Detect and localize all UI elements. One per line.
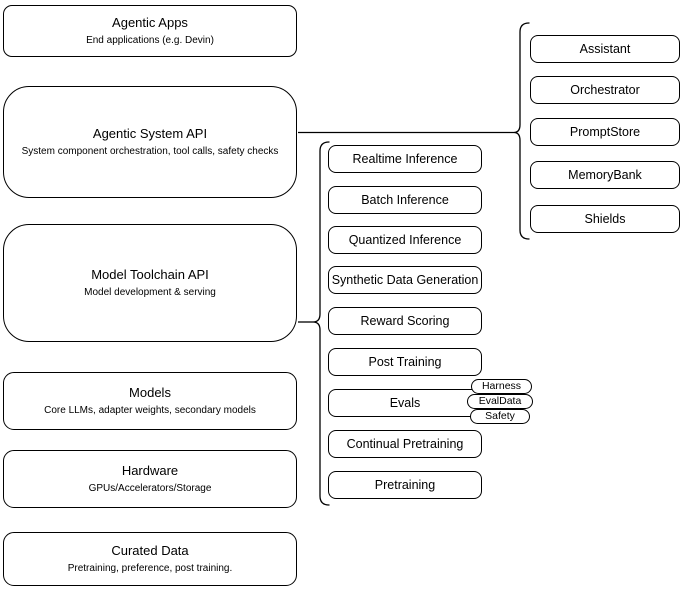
node-promptstore: PromptStore — [530, 118, 680, 146]
node-title: Model Toolchain API — [91, 267, 209, 282]
node-title: Hardware — [121, 463, 179, 478]
node-quantized-inference: Quantized Inference — [328, 226, 482, 254]
node-title: Curated Data — [111, 543, 189, 558]
node-memorybank: MemoryBank — [530, 161, 680, 189]
node-models: Models Core LLMs, adapter weights, secon… — [3, 372, 297, 430]
node-model-toolchain-api: Model Toolchain API Model development & … — [3, 224, 297, 342]
node-realtime-inference: Realtime Inference — [328, 145, 482, 173]
node-subtitle: GPUs/Accelerators/Storage — [88, 483, 212, 494]
node-pretraining: Pretraining — [328, 471, 482, 499]
brace-system-components — [513, 22, 530, 240]
node-orchestrator: Orchestrator — [530, 76, 680, 104]
node-reward-scoring: Reward Scoring — [328, 307, 482, 335]
node-title: Agentic Apps — [112, 15, 188, 30]
tag-evaldata: EvalData — [467, 394, 533, 409]
node-subtitle: Core LLMs, adapter weights, secondary mo… — [44, 405, 256, 416]
node-synthetic-data-generation: Synthetic Data Generation — [328, 266, 482, 294]
node-subtitle: System component orchestration, tool cal… — [21, 146, 279, 157]
brace-toolchain-tools — [312, 141, 330, 506]
node-post-training: Post Training — [328, 348, 482, 376]
node-title: Models — [129, 385, 171, 400]
node-subtitle: Pretraining, preference, post training. — [67, 563, 233, 574]
node-curated-data: Curated Data Pretraining, preference, po… — [3, 532, 297, 586]
node-agentic-apps: Agentic Apps End applications (e.g. Devi… — [3, 5, 297, 57]
node-title: Agentic System API — [92, 126, 208, 141]
node-subtitle: Model development & serving — [84, 287, 216, 298]
node-subtitle: End applications (e.g. Devin) — [86, 35, 214, 46]
node-evals: Evals — [328, 389, 482, 417]
node-hardware: Hardware GPUs/Accelerators/Storage — [3, 450, 297, 508]
node-shields: Shields — [530, 205, 680, 233]
tag-harness: Harness — [471, 379, 532, 394]
node-agentic-system-api: Agentic System API System component orch… — [3, 86, 297, 198]
tag-safety: Safety — [470, 409, 530, 424]
node-assistant: Assistant — [530, 35, 680, 63]
node-continual-pretraining: Continual Pretraining — [328, 430, 482, 458]
node-batch-inference: Batch Inference — [328, 186, 482, 214]
